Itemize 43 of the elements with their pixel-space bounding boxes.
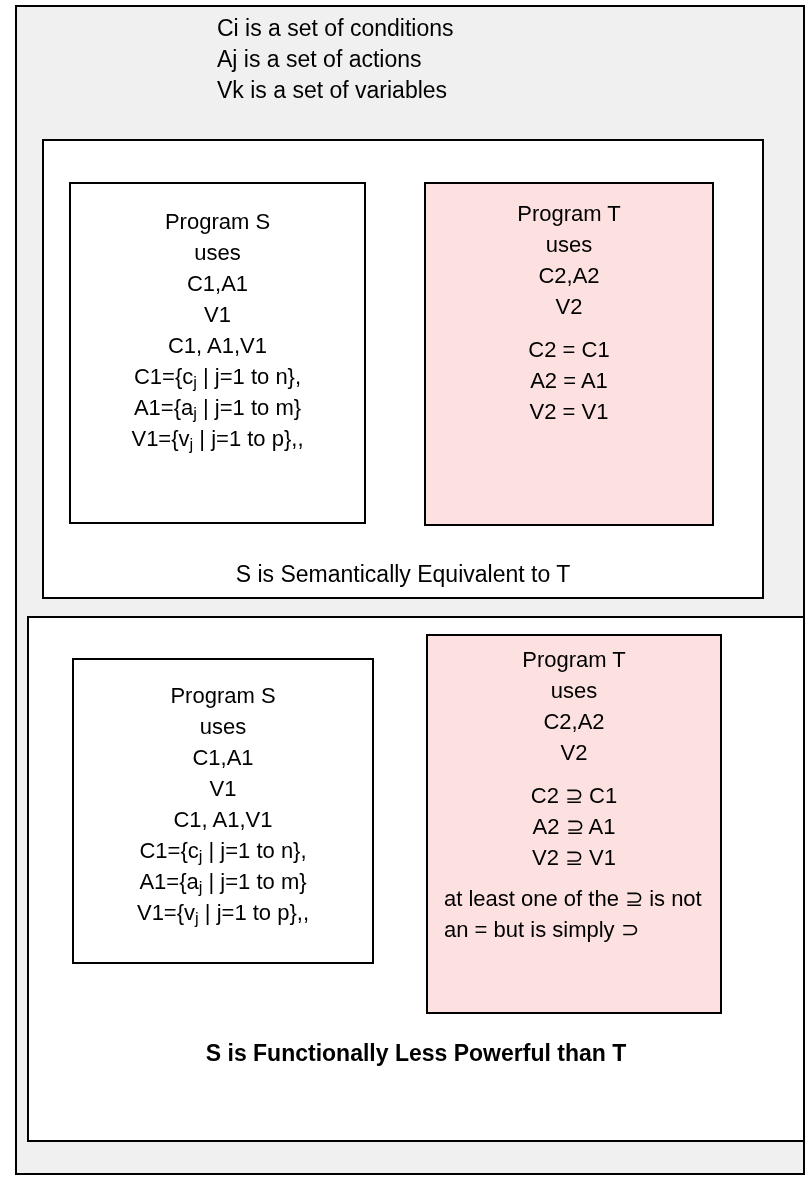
- program-text: A2 = A1: [530, 367, 608, 395]
- program-text: V1={v$_{j}$ | j=1 to p},,: [131, 425, 304, 454]
- definition-text: Vk is a set of variables: [217, 76, 449, 105]
- outer-panel: [15, 5, 805, 1175]
- program-text: Program T: [517, 200, 621, 228]
- program-text: V2 ⊇ V1: [531, 844, 616, 872]
- comparison-panel: [42, 139, 764, 599]
- definition-text: Ci is a set of conditions: [217, 14, 454, 43]
- program-text: A2 ⊇ A1: [532, 813, 616, 841]
- program-text: C1={c$_{j}$ | j=1 to n},: [139, 837, 307, 866]
- note-text: at least one of the ⊇ is not an = but is simply ⊃: [443, 885, 703, 944]
- panel-caption: S is Functionally Less Powerful than T: [205, 1039, 627, 1068]
- definition-text: Aj is a set of actions: [217, 45, 423, 74]
- program-text: Program T: [522, 646, 626, 674]
- program-box: [72, 658, 374, 964]
- program-text: V2: [555, 293, 583, 321]
- program-text: C2,A2: [543, 708, 605, 736]
- program-text: V1: [204, 301, 231, 329]
- program-text: V2: [560, 739, 588, 767]
- panel-caption: S is Semantically Equivalent to T: [235, 560, 571, 589]
- program-text: Program S: [164, 208, 271, 236]
- program-text: V2 = V1: [529, 398, 609, 426]
- program-text: C2 = C1: [528, 336, 610, 364]
- program-text: A1={a$_{j}$ | j=1 to m}: [133, 394, 302, 423]
- program-text: uses: [550, 677, 598, 705]
- program-text: A1={a$_{j}$ | j=1 to m}: [139, 868, 307, 897]
- program-text: V1={v$_{j}$ | j=1 to p},,: [136, 899, 310, 928]
- program-text: uses: [194, 239, 241, 267]
- comparison-panel: [27, 616, 805, 1142]
- program-text: Program S: [170, 682, 276, 710]
- program-text: C1, A1,V1: [173, 806, 273, 834]
- program-text: V1: [209, 775, 237, 803]
- program-text: C2 ⊇ C1: [530, 782, 618, 810]
- program-box: [424, 182, 714, 526]
- program-text: uses: [545, 231, 593, 259]
- program-text: C1, A1,V1: [167, 332, 268, 360]
- program-box: [426, 634, 722, 1014]
- program-text: C1,A1: [192, 744, 254, 772]
- program-text: C1,A1: [186, 270, 249, 298]
- program-text: uses: [199, 713, 247, 741]
- program-box: [69, 182, 366, 524]
- program-text: C2,A2: [538, 262, 600, 290]
- program-text: C1={c$_{j}$ | j=1 to n},: [133, 363, 302, 392]
